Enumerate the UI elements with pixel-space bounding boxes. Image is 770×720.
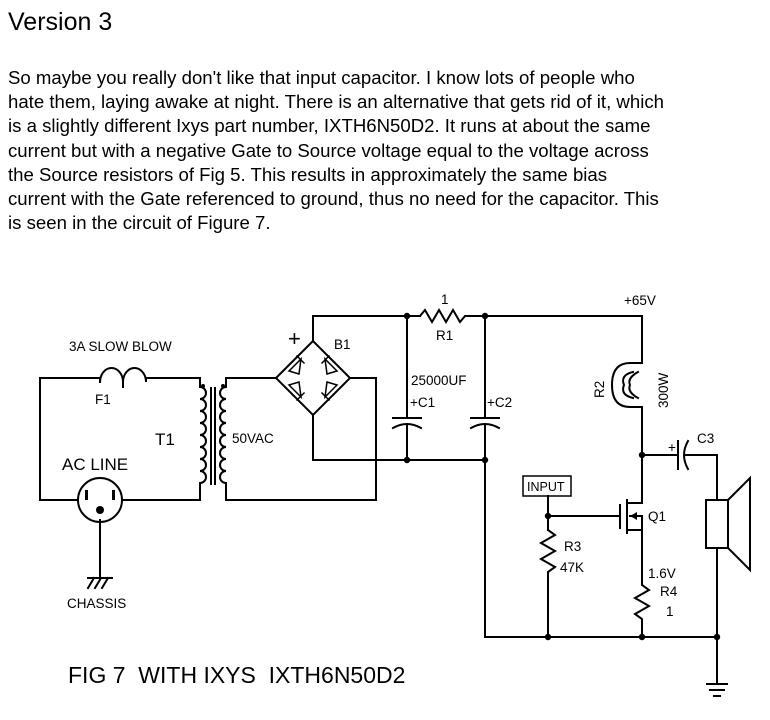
r2-value-label: 300W [656, 372, 671, 408]
capacitor-c3 [641, 439, 718, 501]
capacitor-c1 [391, 315, 423, 461]
paragraph-line: hate them, laying awake at night. There … [8, 91, 664, 113]
fuse-ref-label: F1 [95, 392, 111, 407]
chassis-ground-icon [86, 576, 113, 590]
supply-voltage-label: +65V [624, 293, 656, 308]
ac-line-label: AC LINE [62, 455, 128, 474]
bridge-rectifier-b1 [274, 315, 352, 461]
c3-ref-label: C3 [697, 431, 714, 446]
r4-voltage-label: 1.6V [648, 566, 676, 581]
paragraph-line: So maybe you really don't like that inpu… [8, 67, 635, 88]
r1-ref-label: R1 [436, 328, 453, 343]
c3-plus-label: + [668, 440, 676, 455]
input-label: INPUT [527, 480, 565, 494]
paragraph-line: is seen in the circuit of Figure 7. [8, 212, 271, 234]
resistor-r1 [418, 308, 471, 324]
lamp-r2 [610, 362, 643, 504]
r4-value-label: 1 [666, 604, 674, 619]
transformer-t1 [198, 377, 377, 501]
resistor-r4 [632, 567, 652, 638]
c1-ref-label: +C1 [410, 395, 435, 410]
q1-ref-label: Q1 [648, 509, 666, 524]
r2-ref-label: R2 [592, 381, 607, 398]
mosfet-q1 [619, 499, 643, 569]
body-paragraph: So maybe you really don't like that inpu… [8, 66, 770, 235]
transformer-ref-label: T1 [155, 430, 175, 449]
primary-wiring [39, 377, 201, 579]
bridge-ref-label: B1 [334, 337, 351, 352]
paragraph-line: the Source resistors of Fig 5. This resu… [8, 163, 608, 185]
r3-ref-label: R3 [564, 539, 581, 554]
ac-plug-icon [77, 477, 123, 523]
page-title: Version 3 [8, 8, 113, 36]
supply-rail [312, 315, 643, 364]
bridge-plus-label: + [288, 326, 301, 351]
secondary-voltage-label: 50VAC [232, 431, 274, 446]
paragraph-line: current but with a negative Gate to Sour… [8, 139, 649, 161]
speaker-icon [705, 475, 751, 685]
paragraph-line: is a slightly different Ixys part number… [8, 115, 651, 137]
c2-ref-label: +C2 [487, 395, 512, 410]
r3-value-label: 47K [560, 560, 584, 575]
ground-return-wire [312, 459, 718, 638]
fuse-rating-label: 3A SLOW BLOW [69, 339, 172, 354]
ground-icon [706, 683, 728, 697]
junction-dots [403, 312, 721, 641]
fuse-f1 [98, 367, 147, 388]
paragraph-line: current with the Gate referenced to grou… [8, 188, 659, 210]
resistor-r3 [538, 528, 558, 638]
figure-caption: FIG 7 WITH IXYS IXTH6N50D2 [68, 662, 405, 688]
c1-value-label: 25000UF [411, 373, 467, 388]
chassis-label: CHASSIS [67, 596, 126, 611]
capacitor-c2 [469, 315, 501, 461]
r4-ref-label: R4 [660, 584, 678, 599]
r1-value-label: 1 [441, 292, 449, 307]
